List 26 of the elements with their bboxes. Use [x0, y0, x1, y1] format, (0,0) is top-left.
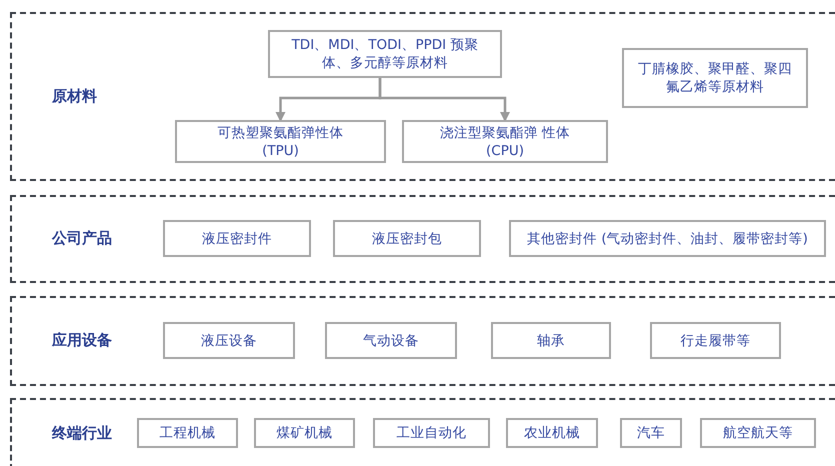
item-box: 其他密封件 (气动密封件、油封、履带密封等)	[509, 220, 826, 257]
item-box: 航空航天等	[700, 418, 816, 448]
layer-label: 公司产品	[52, 229, 112, 248]
layer-label: 终端行业	[52, 424, 112, 443]
item-box: 液压设备	[163, 322, 295, 359]
layer-label: 原材料	[52, 86, 97, 106]
item-box: 轴承	[491, 322, 611, 359]
item-box: 工业自动化	[373, 418, 490, 448]
item-box: 浇注型聚氨酯弹 性体 (CPU)	[402, 120, 608, 163]
item-box: 气动设备	[325, 322, 457, 359]
item-box: 工程机械	[137, 418, 238, 448]
item-box: 农业机械	[506, 418, 598, 448]
layer-band	[10, 398, 835, 466]
item-box: 汽车	[620, 418, 682, 448]
item-box: 行走履带等	[650, 322, 781, 359]
item-box: 液压密封件	[163, 220, 311, 257]
item-box: 可热塑聚氨酯弹性体 (TPU)	[175, 120, 386, 163]
item-box: TDI、MDI、TODI、PPDI 预聚体、多元醇等原材料	[268, 30, 502, 78]
item-box: 液压密封包	[333, 220, 481, 257]
layer-band	[10, 12, 835, 181]
arrow	[378, 78, 510, 122]
layer-label: 应用设备	[52, 331, 112, 350]
item-box: 煤矿机械	[254, 418, 355, 448]
item-box: 丁腈橡胶、聚甲醛、聚四氟乙烯等原材料	[622, 48, 808, 108]
layer-band	[10, 296, 835, 386]
layer-band	[10, 195, 835, 283]
